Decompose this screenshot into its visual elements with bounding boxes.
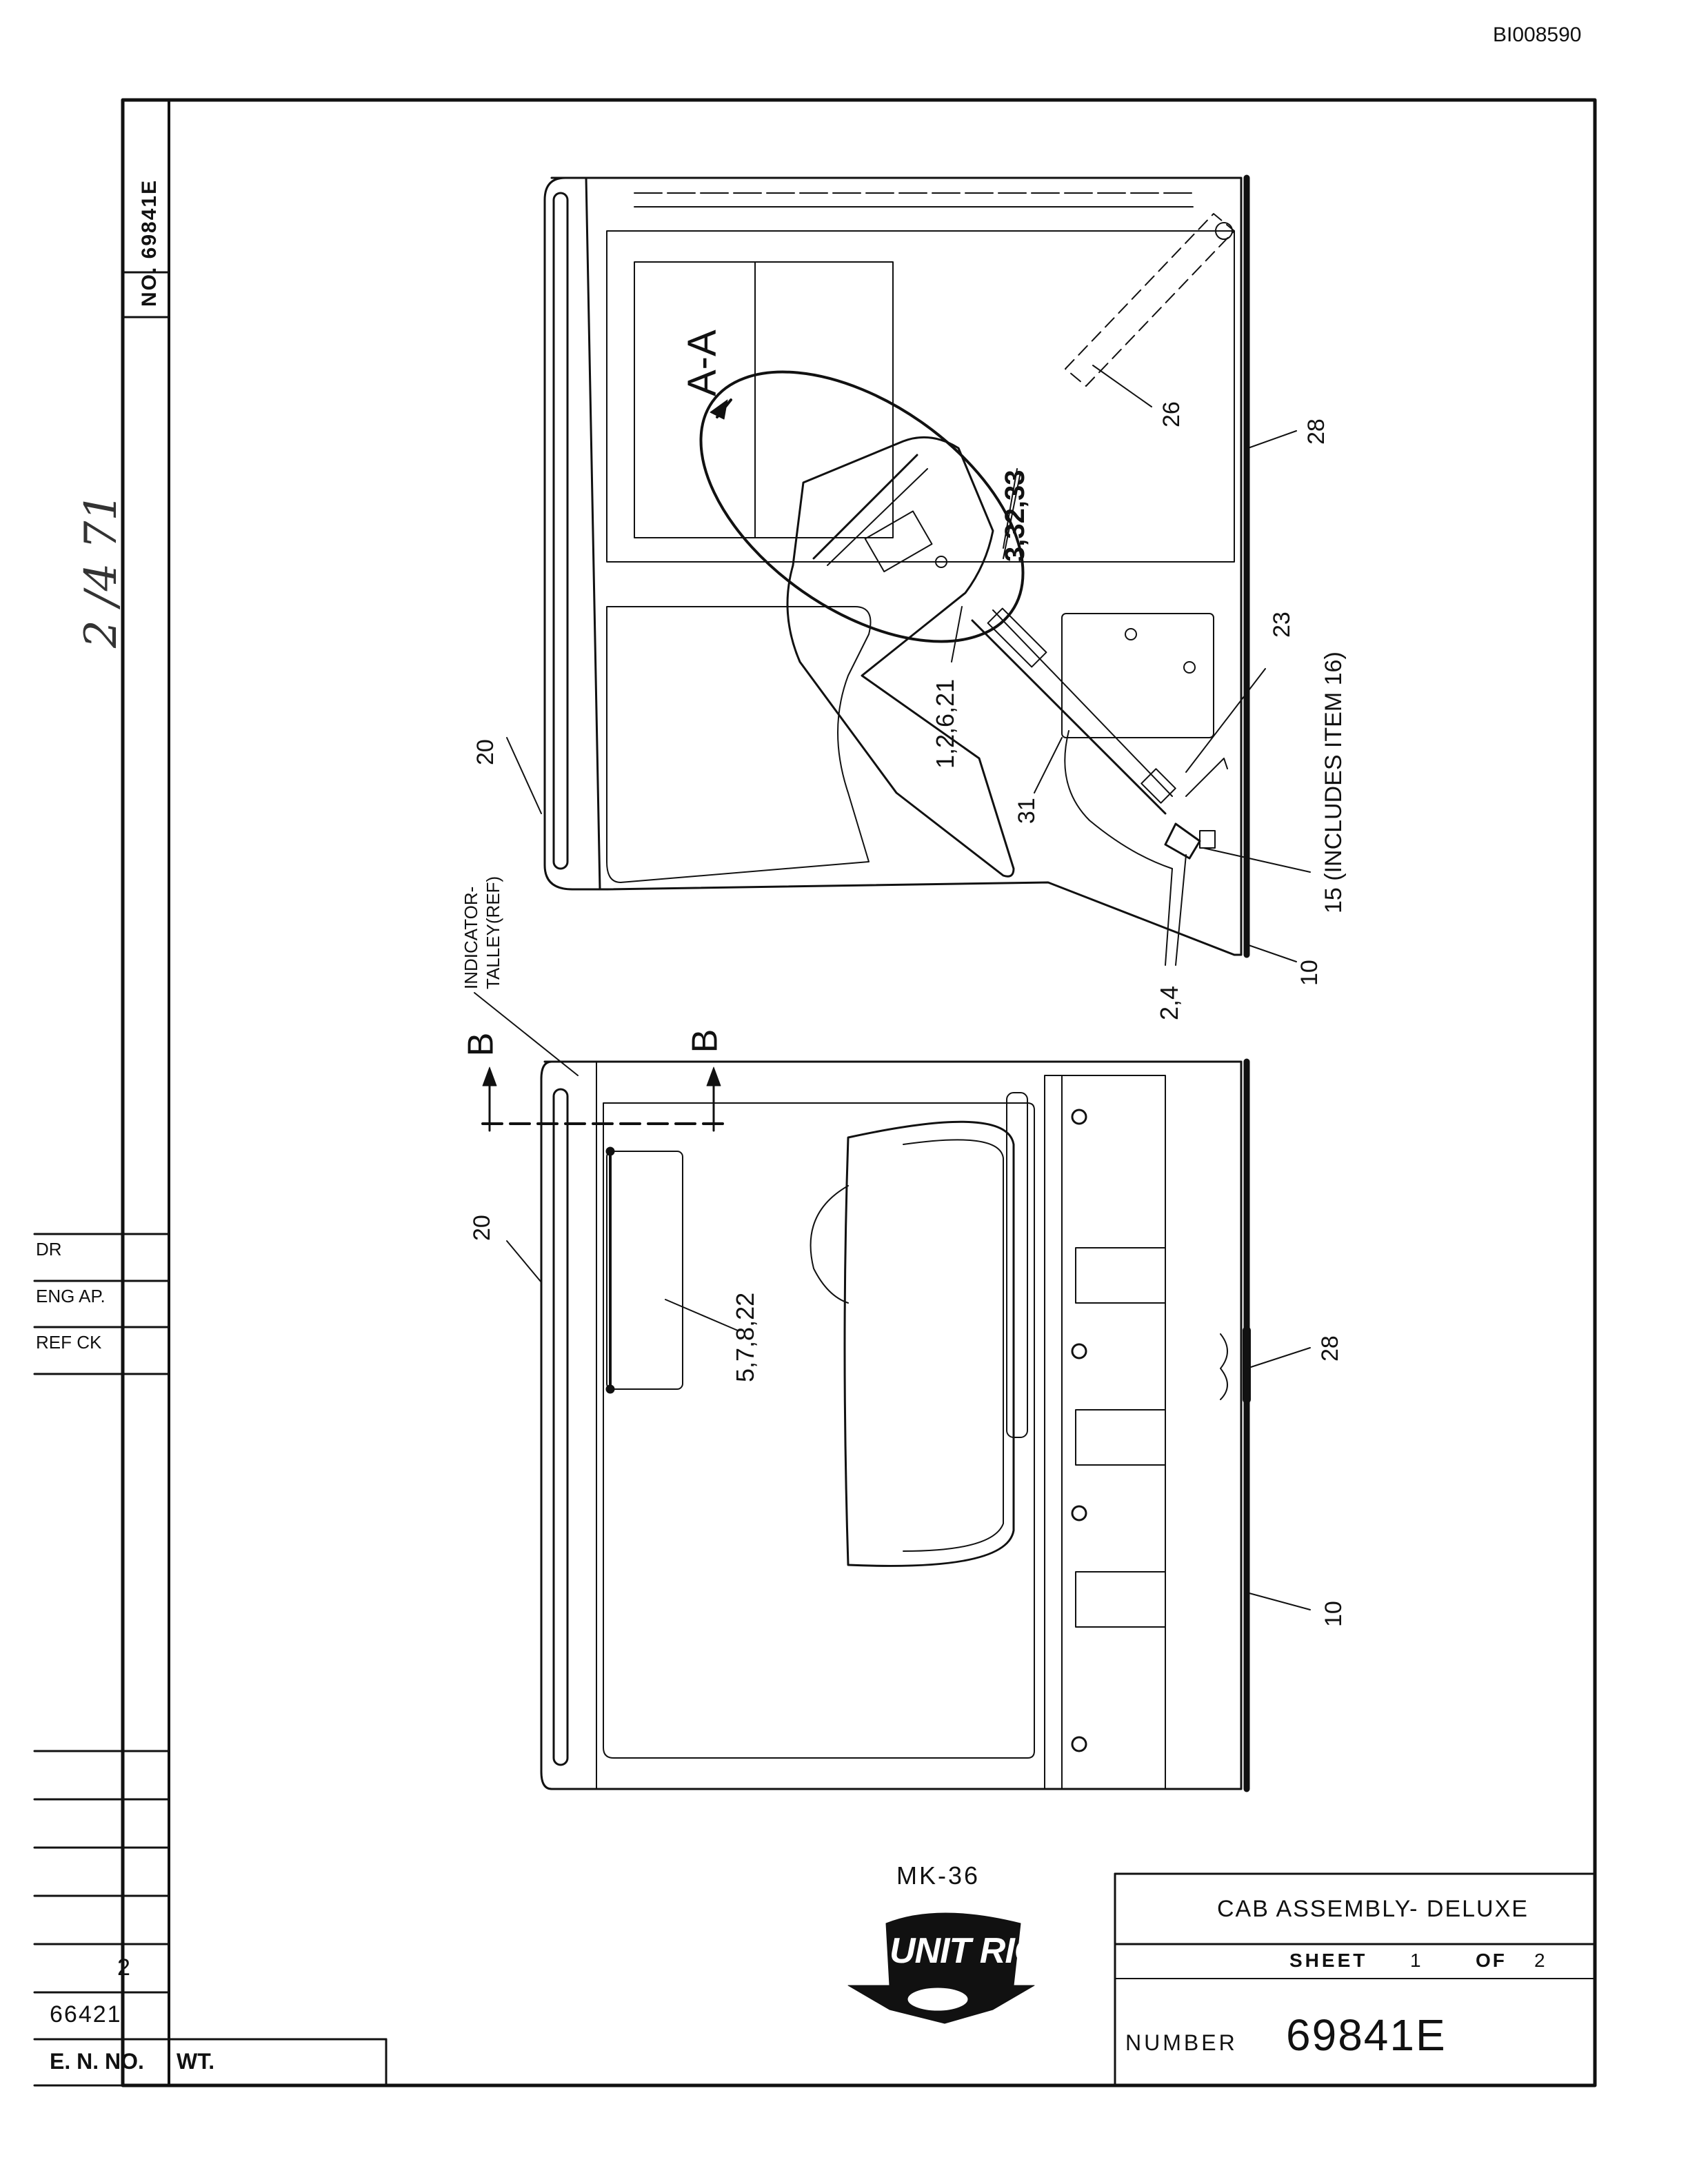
callout-item-28-top: 28	[1303, 418, 1329, 445]
callout-item-20-bottom: 20	[469, 1215, 495, 1241]
number-label: NUMBER	[1125, 2030, 1238, 2055]
callout-section-b-right: B	[685, 1029, 725, 1053]
callout-item-28-bottom: 28	[1317, 1335, 1343, 1362]
callout-items-2-4: 2,4	[1155, 985, 1183, 1020]
drawing-title: CAB ASSEMBLY- DELUXE	[1217, 1896, 1529, 1922]
sheet-number: 1	[1410, 1950, 1421, 1971]
sheet-total: 2	[1534, 1950, 1545, 1971]
callout-item-31: 31	[1014, 798, 1040, 824]
callout-item-20-top: 20	[472, 739, 499, 765]
model-number: MK-36	[896, 1861, 981, 1890]
callout-item-10-top: 10	[1296, 960, 1323, 986]
number-value: 69841E	[1286, 2010, 1447, 2060]
callout-section-aa: A-A	[680, 330, 725, 396]
drawing-border	[121, 98, 1597, 2087]
callout-item-10-bottom: 10	[1320, 1601, 1347, 1627]
part-number-cell: 66421	[50, 2001, 122, 2028]
ref-ck-label: REF CK	[36, 1332, 102, 1353]
handwritten-date: 2 /4 71	[76, 492, 127, 648]
callout-item-15: 15 (INCLUDES ITEM 16)	[1320, 651, 1347, 913]
callout-items-3-32-33: 3,32,33	[1000, 469, 1030, 562]
callout-indicator-line2: TALLEY(REF)	[483, 876, 503, 989]
callout-section-b-left: B	[461, 1032, 501, 1057]
sheet-label: SHEET	[1289, 1950, 1368, 1971]
sheet-count-cell: 2	[117, 1954, 130, 1981]
en-no-label: E. N. NO.	[50, 2049, 144, 2074]
dr-label: DR	[36, 1239, 62, 1260]
wt-label: WT.	[177, 2049, 215, 2074]
unit-rig-logo-text: UNIT RIG	[890, 1931, 1042, 1971]
callout-items-1-6-21: 1,2,6,21	[931, 678, 959, 769]
eng-ap-label: ENG AP.	[36, 1286, 106, 1306]
callout-indicator-line1: INDICATOR-	[461, 886, 481, 989]
callout-item-23: 23	[1269, 611, 1295, 638]
drawing-number-vertical: NO. 69841E	[138, 179, 161, 307]
sheet-of-label: OF	[1476, 1950, 1507, 1971]
document-id: BI008590	[1493, 23, 1582, 46]
callout-item-26: 26	[1158, 401, 1185, 427]
callout-items-5-7-8-22: 5,7,8,22	[731, 1292, 759, 1382]
